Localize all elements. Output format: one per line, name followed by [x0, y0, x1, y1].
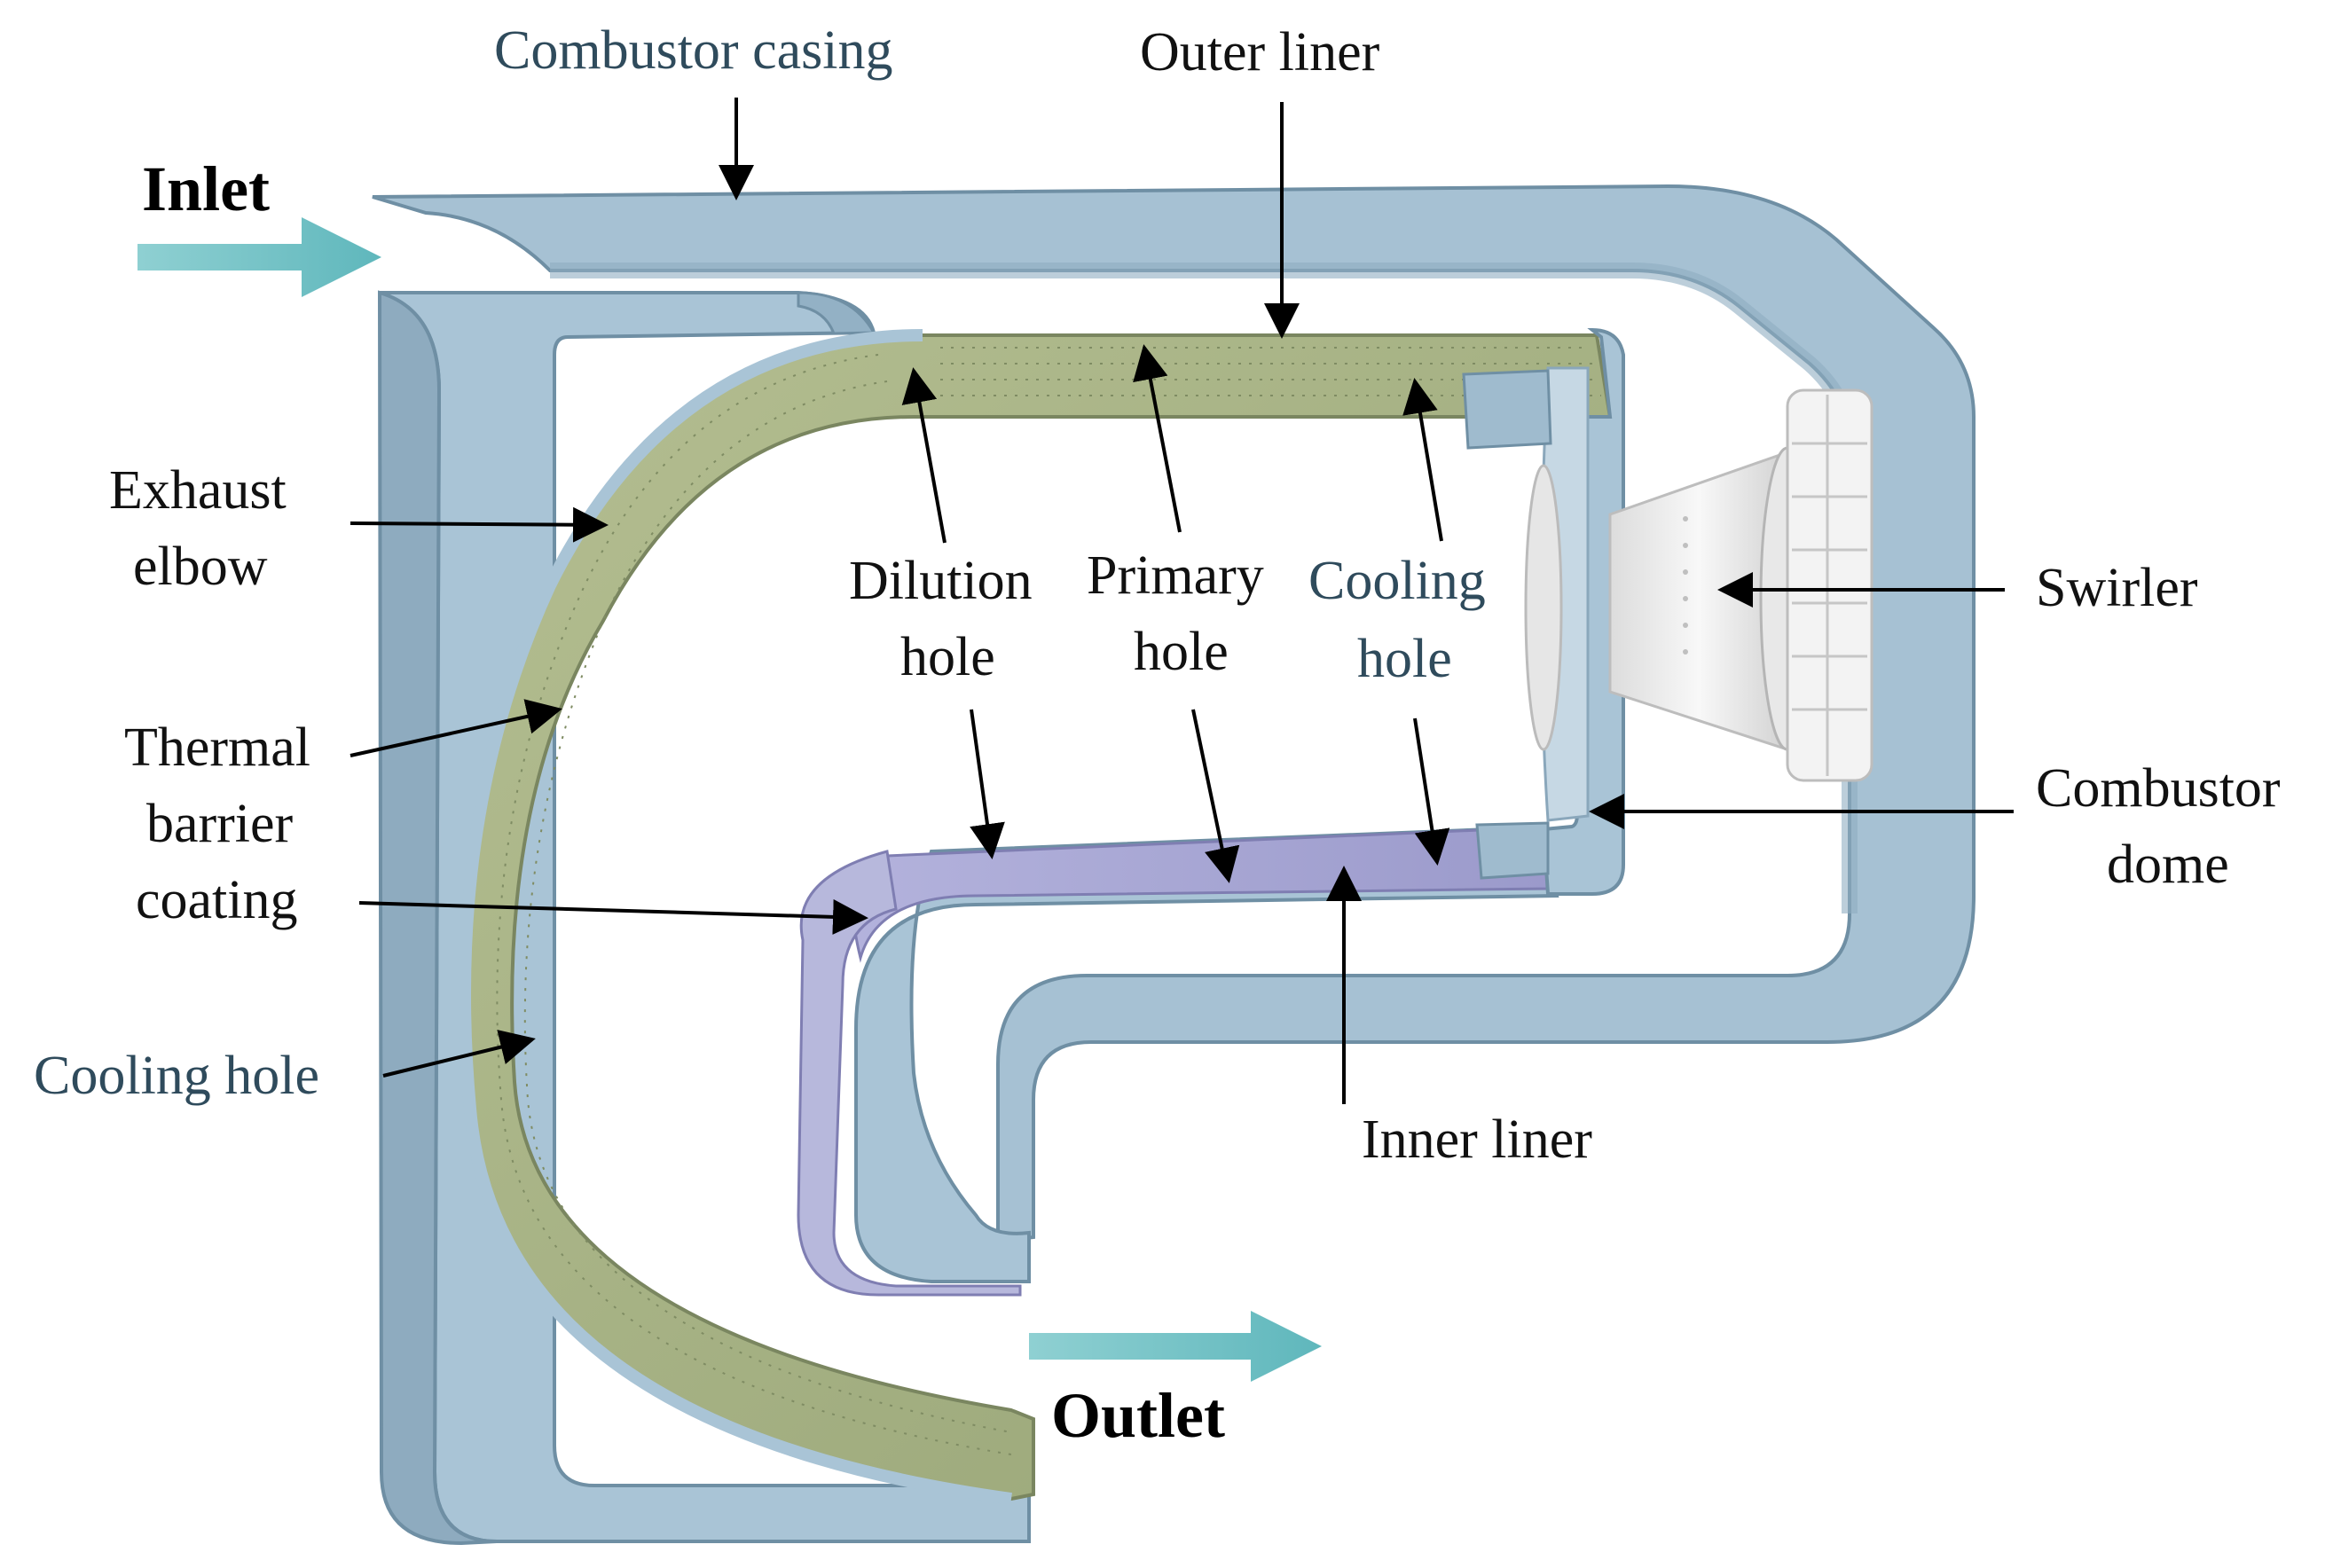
arrow-cooling-left: [382, 1030, 536, 1078]
exhaust-elbow-label-line1: Exhaust: [109, 460, 287, 521]
inlet-flow-arrow: [137, 217, 381, 297]
cooling-hole-left-label: Cooling hole: [34, 1046, 320, 1106]
primary-hole-label-line1: Primary: [1087, 545, 1264, 606]
leader-arrows: [350, 98, 2014, 1104]
arrow-dilution-bottom: [970, 709, 1005, 859]
outlet-label: Outlet: [1051, 1380, 1225, 1451]
inner-liner: [797, 827, 1559, 1297]
outer-liner-label: Outer liner: [1140, 22, 1380, 82]
inner-liner-label: Inner liner: [1362, 1109, 1592, 1170]
swirler-label: Swirler: [2036, 558, 2198, 618]
inlet-label: Inlet: [142, 153, 270, 224]
arrow-primary-bottom: [1191, 709, 1240, 883]
tbc-label-line2: barrier: [146, 794, 294, 854]
arrow-cooling-top: [1402, 378, 1443, 542]
arrow-tbc: [350, 699, 562, 757]
arrow-tbc-coating: [358, 898, 868, 935]
arrow-dilution-top: [901, 367, 947, 544]
tbc-label-line3: coating: [136, 870, 298, 930]
dilution-hole-label-line1: Dilution: [849, 551, 1033, 611]
combustor-casing-label: Combustor casing: [494, 20, 893, 81]
dilution-hole-label-line2: hole: [900, 627, 995, 687]
outlet-flow-arrow: [1029, 1311, 1322, 1382]
combustor-dome-label-line2: dome: [2107, 835, 2229, 895]
primary-hole-label-line2: hole: [1134, 622, 1229, 682]
outer-liner: [459, 329, 1613, 1505]
exhaust-elbow-label-line2: elbow: [133, 537, 268, 597]
combustor-dome-label-line1: Combustor: [2036, 758, 2281, 819]
combustor-dome: [1462, 327, 1625, 896]
cooling-hole-rows: [496, 347, 1601, 1455]
arrow-primary-top: [1133, 344, 1182, 533]
cooling-hole-top-label-line2: hole: [1357, 629, 1452, 689]
cooling-hole-top-label-line1: Cooling: [1308, 551, 1486, 611]
arrow-cooling-bottom: [1413, 717, 1450, 866]
arrow-exhaust-elbow: [350, 506, 609, 543]
swirler: [1608, 388, 1873, 782]
tbc-label-line1: Thermal: [124, 717, 311, 778]
